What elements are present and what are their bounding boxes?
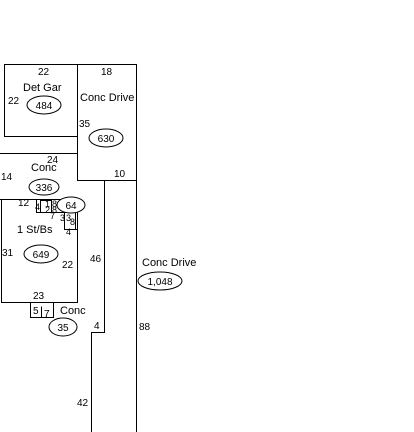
conc-step-dim-b: 7 <box>44 309 50 320</box>
det-gar-dim-left: 22 <box>8 96 20 107</box>
bay-dim-8: 3 <box>66 213 71 223</box>
conc-patio-sqft: 336 <box>36 183 53 194</box>
conc-drive-long-label: Conc Drive <box>142 257 196 269</box>
conc-step-sqft: 35 <box>57 323 69 334</box>
conc-step-area-oval <box>48 317 78 337</box>
conc-step-label: Conc <box>60 305 86 317</box>
det-gar-area: 22 22 Det Gar 484 <box>4 64 78 137</box>
conc-drive-top-sqft: 630 <box>98 134 115 145</box>
conc-drive-top-label: Conc Drive <box>80 92 134 104</box>
bay-dim-10: 4 <box>66 227 71 237</box>
conc-drive-top-dim-bottom: 10 <box>114 169 126 180</box>
bay-dim-1: 4 <box>35 202 40 212</box>
conc-drive-long-area-oval <box>137 271 183 291</box>
det-gar-dim-top: 22 <box>38 67 50 78</box>
conc-drive-top-area-oval <box>88 128 124 148</box>
det-gar-area-oval <box>26 95 62 115</box>
conc-drive-long-area: 46 4 88 42 Conc Drive 1,048 <box>77 180 196 432</box>
conc-patio-dim-left: 14 <box>1 172 13 183</box>
conc-drive-top-dim-top: 18 <box>101 67 113 78</box>
det-gar-label: Det Gar <box>23 82 62 94</box>
house-area-oval <box>23 244 59 264</box>
bay-area: 4 1 8 7 2 8 3 3 8 4 64 <box>35 196 86 237</box>
house-sqft: 649 <box>33 250 50 261</box>
bay-dim-7: 3 <box>60 213 65 223</box>
bay-sqft: 64 <box>65 201 77 212</box>
house-label: 1 St/Bs <box>17 224 53 236</box>
conc-drive-long-dim-b: 4 <box>94 321 100 332</box>
conc-patio-label: Conc <box>31 162 57 174</box>
conc-drive-long-dim-c: 88 <box>139 322 151 333</box>
bay-dim-6: 8 <box>52 205 57 215</box>
house-dim-bottom: 23 <box>33 291 45 302</box>
bay-area-oval <box>56 196 86 214</box>
conc-patio-area: 24 Conc 14 336 <box>0 153 78 200</box>
conc-drive-top-area: 18 Conc Drive 35 630 10 <box>77 64 137 181</box>
bay-dim-5: 2 <box>45 205 50 215</box>
house-dim-top-left: 12 <box>18 198 30 209</box>
conc-drive-long-sqft: 1,048 <box>147 277 172 288</box>
conc-drive-top-dim-left: 35 <box>79 119 91 130</box>
house-dim-right: 22 <box>62 260 74 271</box>
bay-dim-2: 1 <box>45 199 50 209</box>
conc-step-dim-a: 5 <box>33 306 39 317</box>
conc-patio-area-oval <box>28 178 60 196</box>
bay-dim-4: 7 <box>50 211 55 221</box>
conc-drive-long-dim-a: 46 <box>90 254 102 265</box>
conc-patio-dim-top: 24 <box>47 155 59 166</box>
house-dim-left: 31 <box>2 248 14 259</box>
bay-dim-3: 8 <box>52 199 57 209</box>
conc-step-area: 5 7 Conc 35 <box>30 302 86 337</box>
bay-dim-9: 8 <box>70 217 75 227</box>
conc-drive-long-dim-d: 42 <box>77 398 89 409</box>
det-gar-sqft: 484 <box>36 101 53 112</box>
